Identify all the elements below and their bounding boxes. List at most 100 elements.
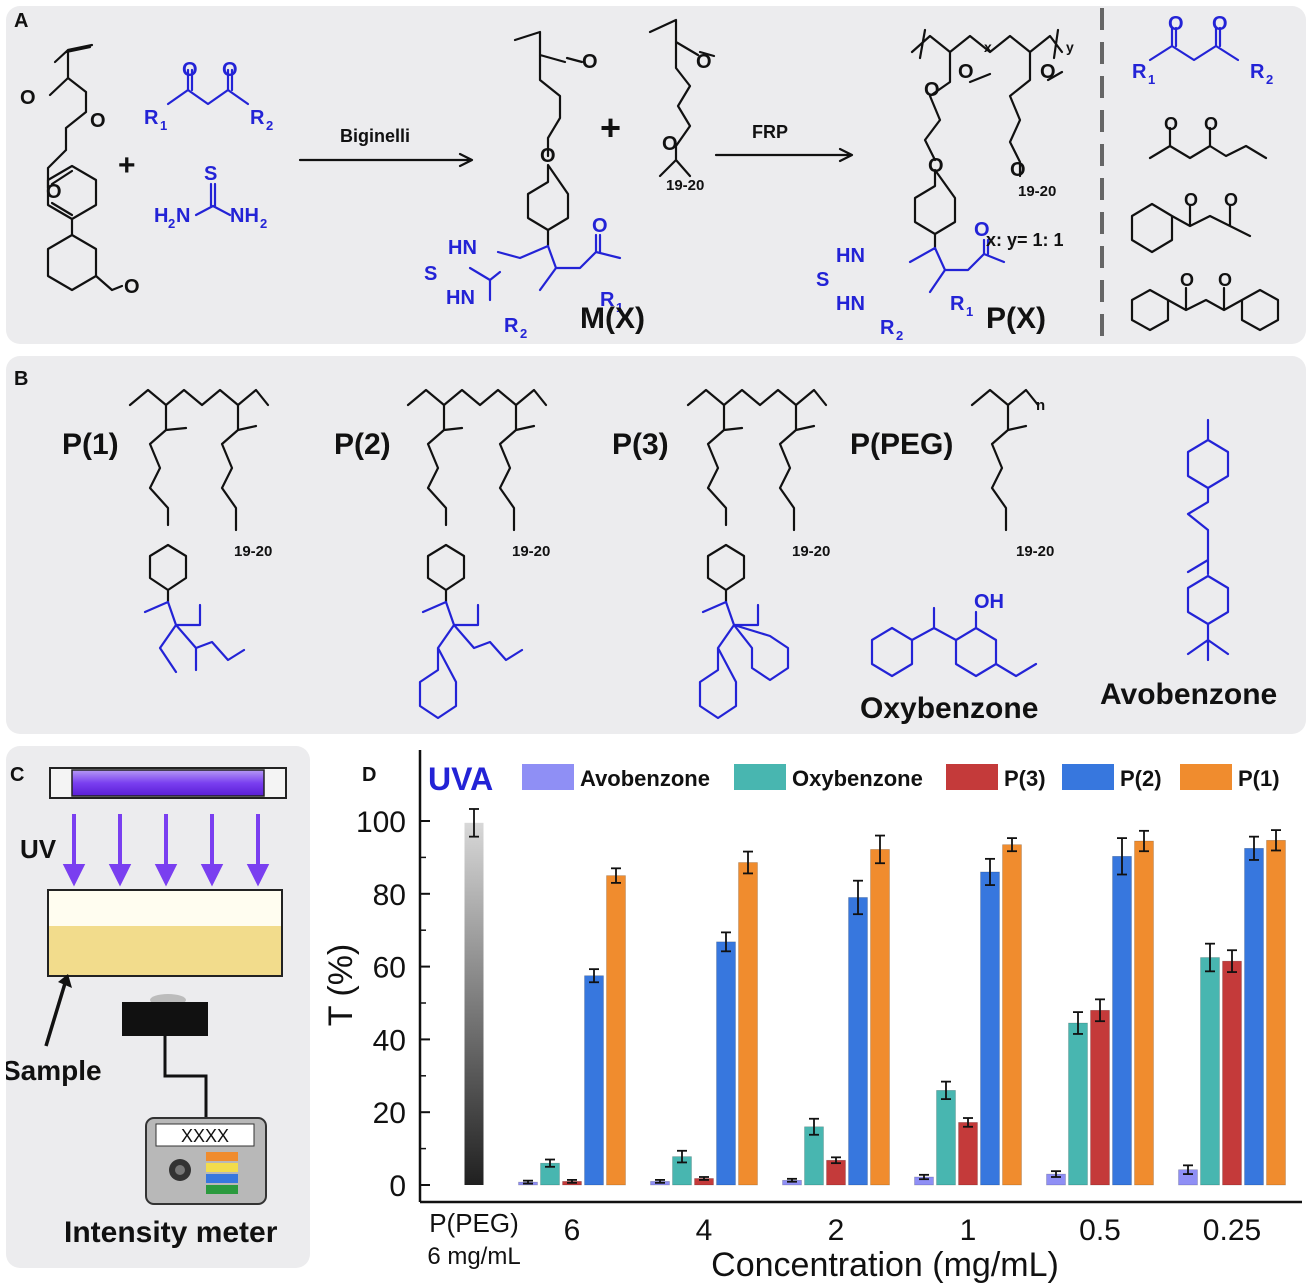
error-bar [919, 1173, 929, 1181]
bar-p1-1 [1002, 844, 1022, 1186]
error-bar [853, 879, 863, 916]
svg-text:O: O [1168, 13, 1184, 35]
plus-1: + [118, 149, 136, 182]
svg-text:O: O [958, 61, 974, 83]
oxybenzone-oh: OH [974, 591, 1004, 613]
svg-text:O: O [1010, 159, 1026, 181]
peg-count-3: 19-20 [792, 543, 830, 560]
y-tick-label: 0 [389, 1170, 406, 1203]
svg-text:O: O [696, 51, 712, 73]
bar-p2-2 [848, 897, 868, 1186]
bar-control [464, 822, 484, 1185]
svg-text:O: O [90, 110, 106, 132]
error-bar [787, 1177, 797, 1183]
svg-text:2: 2 [260, 216, 267, 231]
x-tick-label: 2 [828, 1214, 845, 1247]
sample-label: Sample [6, 1055, 102, 1086]
bar-p2-6 [584, 975, 604, 1186]
error-bar [831, 1156, 841, 1165]
svg-text:1: 1 [966, 304, 973, 319]
chart-bars [464, 808, 1286, 1186]
error-bar [677, 1149, 687, 1164]
error-bar [809, 1117, 819, 1136]
svg-text:S: S [204, 163, 217, 185]
p3-label: P(3) [612, 428, 669, 461]
uv-label: UV [20, 834, 57, 864]
error-bar [699, 1176, 709, 1181]
error-bar [655, 1179, 665, 1184]
panel-a [6, 6, 1306, 344]
meter-display [155, 1123, 255, 1147]
legend-swatch [522, 764, 574, 790]
meter-label: Intensity meter [64, 1216, 278, 1249]
svg-text:O: O [928, 155, 944, 177]
x-tick-label: 6 [564, 1214, 581, 1247]
svg-text:R: R [950, 293, 965, 315]
chart-axes [418, 750, 1302, 1204]
svg-text:O: O [222, 59, 238, 81]
svg-text:2: 2 [1266, 72, 1273, 87]
biginelli-arrow [298, 152, 474, 168]
svg-text:O: O [974, 219, 990, 241]
ppeg-n: n [1036, 397, 1045, 414]
svg-text:1: 1 [616, 300, 623, 315]
error-bar [875, 834, 885, 865]
polymer-p3 [686, 388, 828, 720]
polymer-p1 [128, 388, 270, 674]
mx-label: M(X) [580, 302, 645, 335]
svg-text:O: O [540, 145, 556, 167]
p2-label: P(2) [334, 428, 391, 461]
svg-text:2: 2 [266, 118, 273, 133]
error-bar [1271, 829, 1281, 852]
bar-oxybenzone-1 [936, 1090, 956, 1186]
panel-a-label: A [14, 10, 29, 32]
svg-text:O: O [1218, 270, 1232, 290]
error-bar [963, 1117, 973, 1128]
x-tick-label-control: P(PEG) [429, 1208, 519, 1238]
legend-swatch [734, 764, 786, 790]
error-bar [1117, 837, 1127, 876]
svg-text:O: O [1224, 190, 1238, 210]
frp-arrow [714, 147, 854, 163]
error-bar [1139, 829, 1149, 853]
error-bar [469, 808, 479, 838]
svg-text:R: R [250, 107, 265, 129]
legend-swatch [1062, 764, 1114, 790]
svg-text:HN: HN [836, 245, 865, 267]
error-bar [1205, 942, 1215, 973]
panel-c-label: C [10, 764, 25, 786]
ppeg-label: P(PEG) [850, 428, 953, 461]
bar-p3-1 [958, 1122, 978, 1186]
polymer-p2 [406, 388, 548, 720]
peg-count-1: 19-20 [234, 543, 272, 560]
oxybenzone [870, 606, 1038, 678]
error-bar [1051, 1170, 1061, 1178]
y-tick-label: 20 [373, 1097, 406, 1130]
svg-text:2: 2 [896, 328, 903, 343]
error-bar [545, 1158, 555, 1168]
error-bar [611, 867, 621, 884]
svg-text:x: x [984, 39, 992, 55]
bar-p2-0p5 [1112, 856, 1132, 1186]
p1-label: P(1) [62, 428, 119, 461]
error-bar [523, 1179, 533, 1185]
svg-text:O: O [1184, 190, 1198, 210]
svg-text:1: 1 [160, 118, 167, 133]
svg-text:O: O [582, 51, 598, 73]
svg-text:1: 1 [1148, 72, 1155, 87]
svg-text:HN: HN [836, 293, 865, 315]
svg-text:O: O [662, 133, 678, 155]
x-tick-label: 0.5 [1079, 1214, 1121, 1247]
x-tick-label: 4 [696, 1214, 713, 1247]
panel-b-label: B [14, 368, 29, 390]
error-bar [985, 857, 995, 886]
svg-text:HN: HN [448, 237, 477, 259]
svg-text:19-20: 19-20 [666, 177, 704, 194]
oxybenzone-label: Oxybenzone [860, 692, 1038, 725]
peg-monomer: O O 19-20 [648, 18, 716, 194]
sample-pointer [44, 979, 68, 1047]
bar-p1-2 [870, 849, 890, 1186]
y-tick-label: 80 [373, 879, 406, 912]
